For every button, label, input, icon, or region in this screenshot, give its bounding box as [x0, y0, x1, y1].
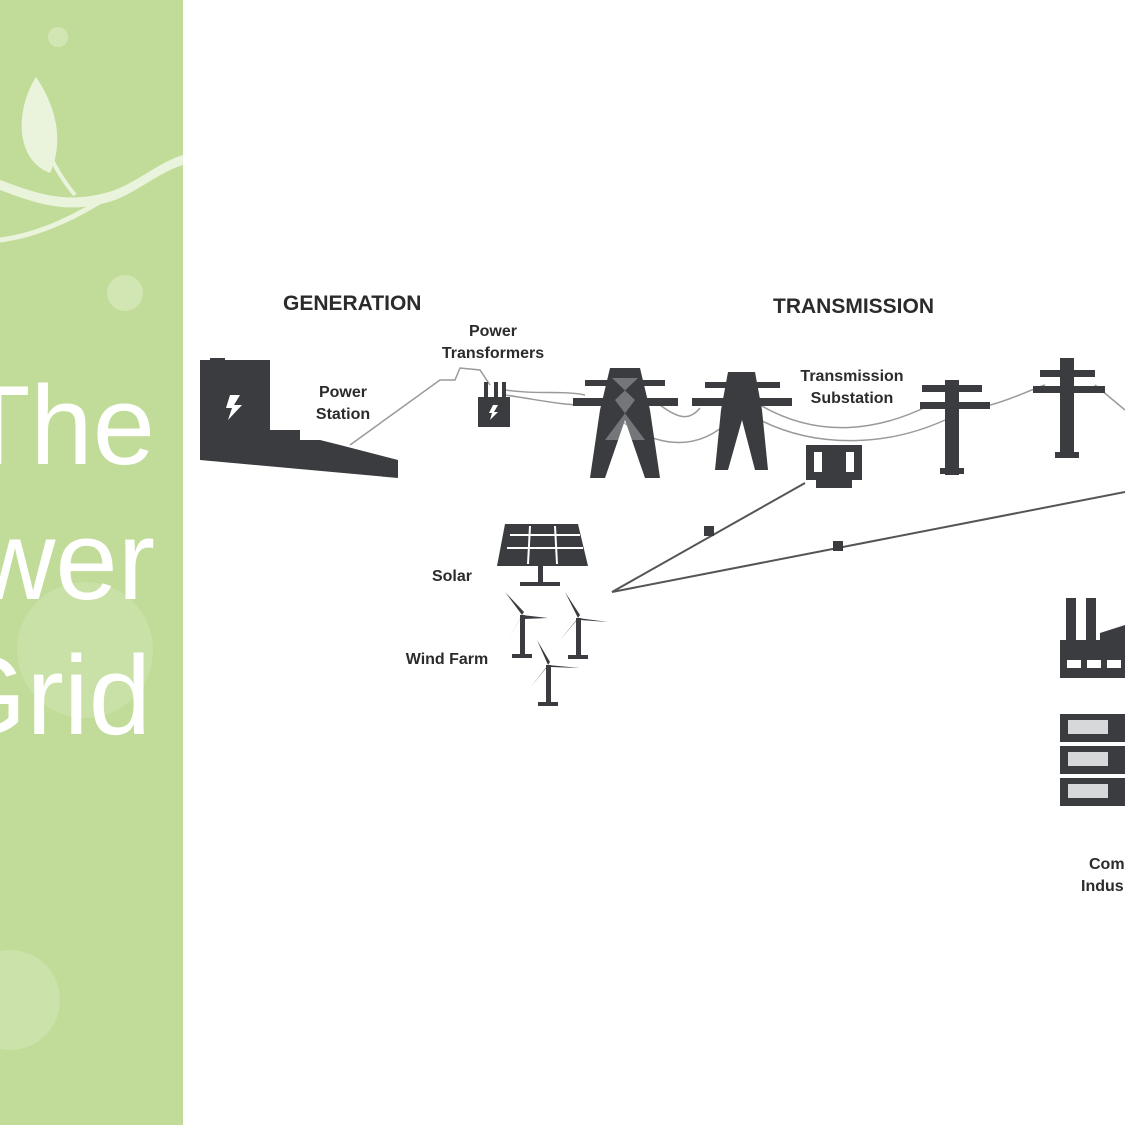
power-grid-diagram: GENERATION TRANSMISSION Power Station Po…: [200, 292, 1125, 895]
power-transformers-label-2: Transformers: [442, 345, 544, 362]
substation-label-1: Transmission: [800, 368, 903, 385]
commercial-label-1: Com: [1089, 856, 1125, 873]
title-line-3: Grid: [0, 633, 151, 758]
utility-pole-icon: [1033, 358, 1105, 458]
power-transformers-label-1: Power: [469, 323, 517, 340]
power-station-label-1: Power: [319, 384, 367, 401]
transmission-tower-icon: [692, 372, 792, 470]
transmission-tower-icon: [573, 368, 678, 478]
sidebar-decoration: The Power Grid: [0, 0, 183, 1125]
insulator-icon: [833, 541, 843, 551]
power-station-icon: [200, 358, 398, 478]
insulator-icon: [704, 526, 714, 536]
substation-label-2: Substation: [811, 390, 894, 407]
title-line-2: Power: [0, 498, 155, 623]
power-station-label-2: Station: [316, 406, 370, 423]
wind-turbine-icon: [560, 592, 608, 659]
commercial-label-2: Indus: [1081, 878, 1124, 895]
wind-turbine-icon: [530, 640, 580, 706]
solar-label: Solar: [432, 568, 472, 585]
generation-heading: GENERATION: [283, 292, 421, 315]
distribution-lines: [611, 482, 1125, 593]
solar-panel-icon: [497, 524, 588, 586]
title-line-1: The: [0, 363, 155, 488]
transmission-heading: TRANSMISSION: [773, 295, 934, 318]
utility-pole-icon: [920, 380, 990, 475]
wind-turbine-icon: [505, 592, 550, 658]
leaf-vine-decoration: [0, 27, 183, 1050]
wind-farm-label: Wind Farm: [406, 651, 489, 668]
power-transformer-icon: [478, 382, 510, 427]
factory-icon: [1060, 598, 1125, 678]
server-rack-icon: [1060, 714, 1125, 806]
transmission-substation-icon: [806, 445, 862, 488]
